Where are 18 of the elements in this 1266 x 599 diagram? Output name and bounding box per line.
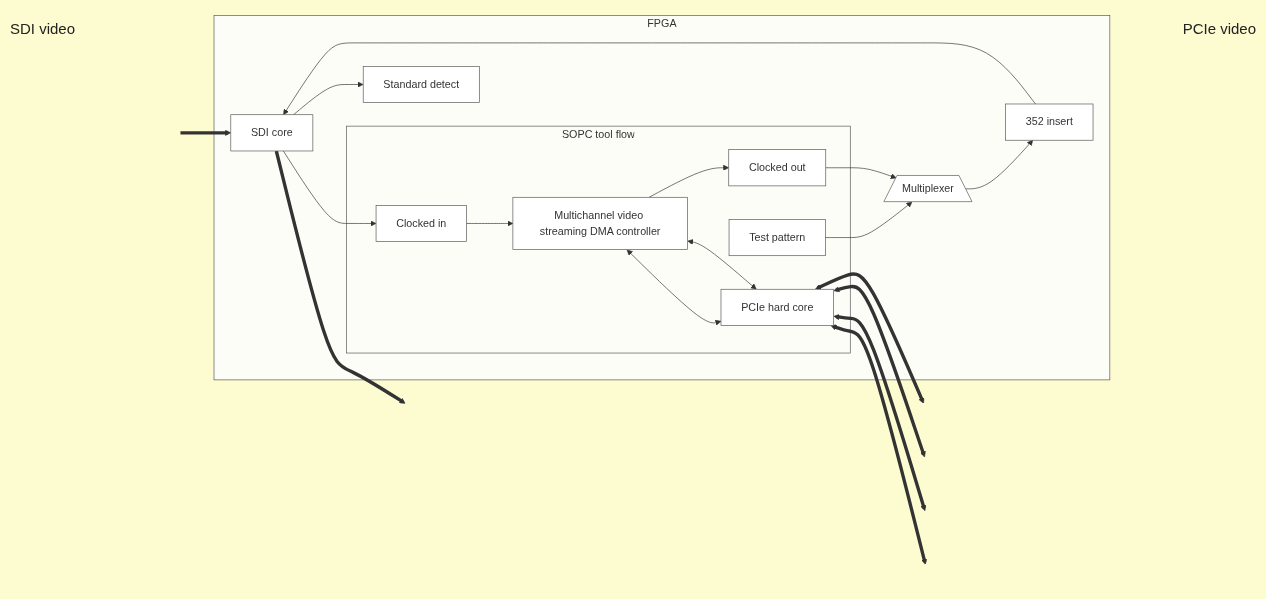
arrow <box>815 272 925 404</box>
arrow <box>274 150 406 404</box>
side-label: PCIe video <box>1182 20 1256 37</box>
block-box: PCIe hard core <box>720 288 834 326</box>
arrow <box>833 284 926 458</box>
block-box: Standard detect <box>362 66 480 103</box>
block-box: Multichannel video streaming DMA controller <box>512 196 688 250</box>
block-box: Clocked out <box>728 149 827 187</box>
block-box: Test pattern <box>728 219 826 257</box>
block-box: SDI core <box>230 114 314 152</box>
arrow <box>833 314 927 512</box>
multiplexer-trapezoid: Multiplexer <box>883 175 973 202</box>
arrow <box>830 324 927 565</box>
block-box: 352 insert <box>1005 103 1094 141</box>
block-box: Clocked in <box>375 205 467 242</box>
arrow <box>626 249 722 326</box>
side-label: SDI video <box>10 20 76 37</box>
arrow <box>180 129 232 136</box>
